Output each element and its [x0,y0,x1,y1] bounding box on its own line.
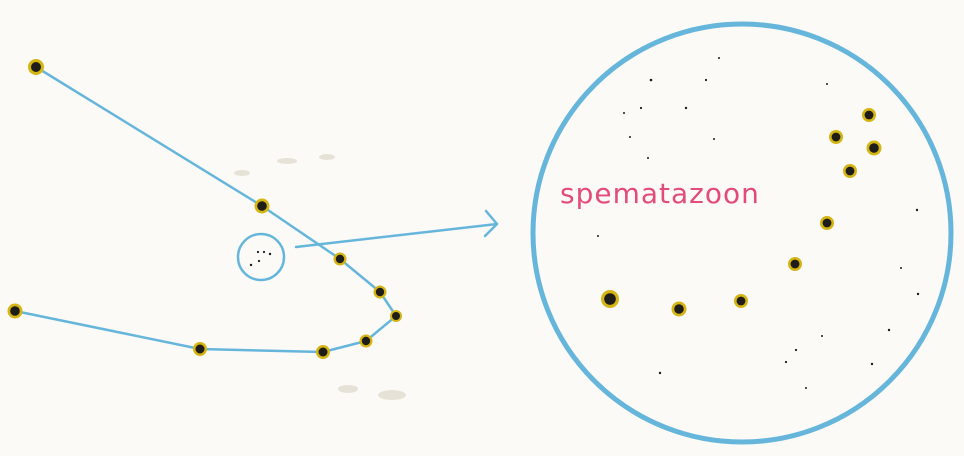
arrow [296,211,497,247]
constellation-line-upper [36,67,396,316]
magnified-star-4 [843,164,857,178]
magnified-view: spematazoon [533,24,951,442]
left-star-4 [374,286,387,299]
left-star-1 [28,59,44,75]
left-star-3 [334,253,347,266]
magnified-star-8 [672,302,687,317]
background-smudges [234,154,406,400]
magnified-star-3 [867,141,882,156]
left-constellation [8,59,403,359]
zoom-circle-small [238,234,284,280]
magnified-star-2 [829,130,843,144]
left-star-5 [390,310,402,322]
magnified-stars [601,108,882,317]
magnified-star-7 [734,294,748,308]
magnified-speckles [597,57,919,389]
left-star-9 [8,304,23,319]
left-star-7 [316,345,330,359]
left-star-2 [255,199,270,214]
left-star-8 [193,342,207,356]
magnified-star-9 [601,290,619,308]
magnified-star-1 [862,108,876,122]
left-star-6 [360,335,373,348]
spermatozoon-label: spematazoon [560,177,760,210]
magnified-star-6 [788,257,802,271]
magnified-star-5 [820,216,834,230]
